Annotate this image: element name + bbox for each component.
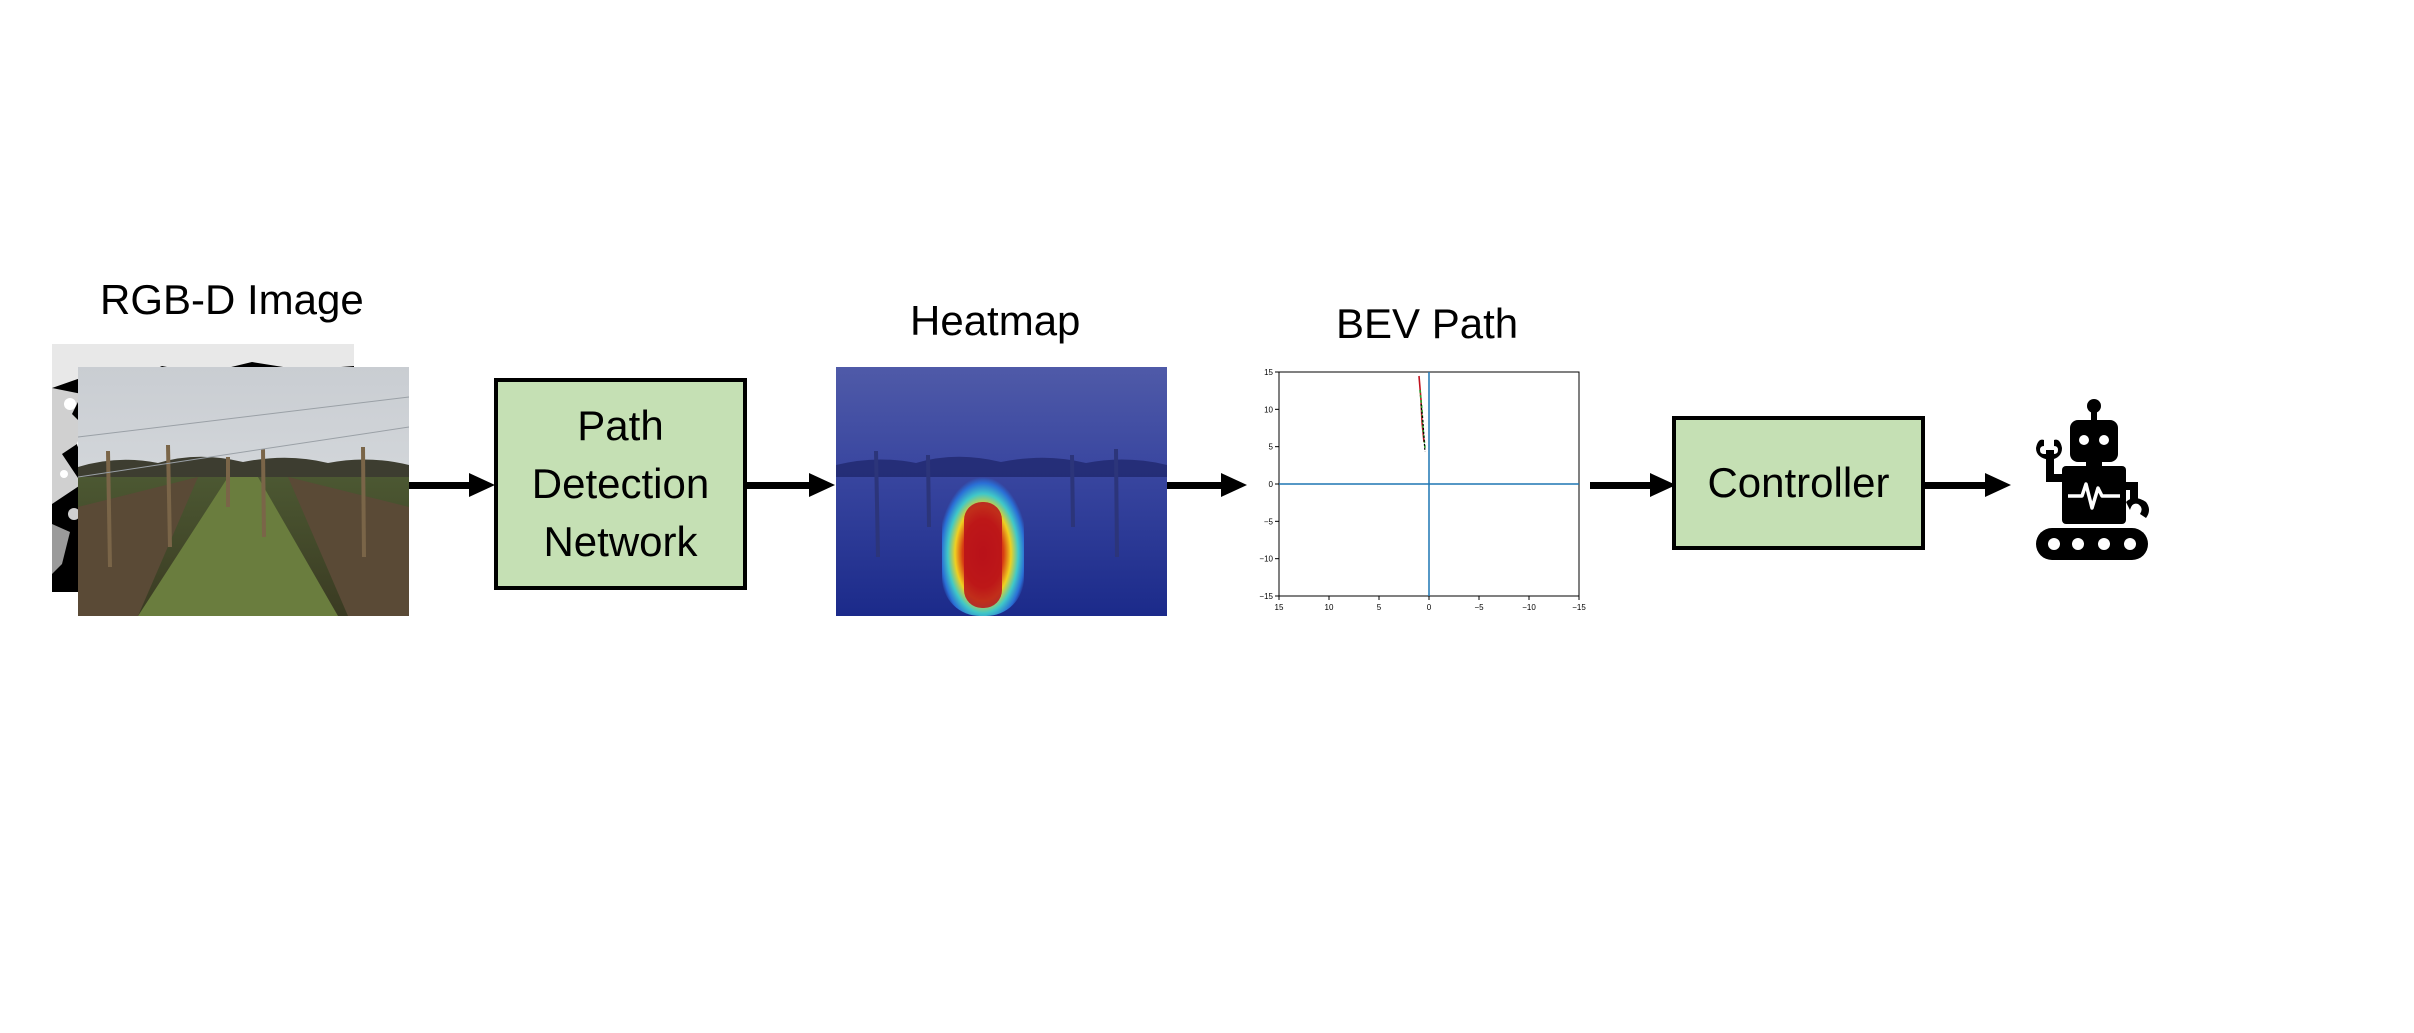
arrow-controller-to-robot bbox=[1925, 473, 2011, 497]
bev-y-tick-label: 0 bbox=[1269, 480, 1274, 489]
arrow-rgbd-to-network bbox=[409, 473, 495, 497]
bev-x-tick-label: 10 bbox=[1325, 603, 1334, 612]
bev-y-tick-label: 15 bbox=[1264, 368, 1273, 377]
bev-path-line-black bbox=[1420, 403, 1426, 453]
controller-block: Controller bbox=[1672, 416, 1925, 550]
bev-y-tick-label: −15 bbox=[1259, 592, 1273, 601]
heatmap-label: Heatmap bbox=[910, 297, 1081, 344]
arrow-heatmap-to-bev bbox=[1167, 473, 1247, 497]
heatmap-image bbox=[836, 367, 1167, 616]
path-detection-line-1: Path bbox=[577, 402, 664, 449]
arrow-bev-to-controller bbox=[1590, 473, 1676, 497]
path-detection-network-block: Path Detection Network bbox=[494, 378, 747, 590]
bev-x-tick-label: −10 bbox=[1522, 603, 1536, 612]
bev-y-tick-label: 5 bbox=[1269, 443, 1274, 452]
robot-icon bbox=[2036, 399, 2149, 560]
bev-y-tick-label: −5 bbox=[1264, 517, 1274, 526]
bev-path-line-green bbox=[1419, 389, 1426, 449]
bev-x-tick-label: −15 bbox=[1572, 603, 1586, 612]
bev-x-tick-label: 15 bbox=[1275, 603, 1284, 612]
bev-x-tick-label: 5 bbox=[1377, 603, 1382, 612]
bev-path-plot: 15 10 5 0 −5 −10 −15 15 10 5 0 −5 −10 −15 bbox=[1259, 368, 1586, 612]
path-detection-line-2: Detection bbox=[531, 460, 710, 507]
bev-path-label: BEV Path bbox=[1336, 300, 1519, 347]
rgb-image bbox=[78, 367, 409, 616]
bev-y-tick-label: 10 bbox=[1264, 405, 1273, 414]
path-detection-line-3: Network bbox=[543, 518, 698, 565]
arrow-network-to-heatmap bbox=[747, 473, 835, 497]
bev-x-tick-label: 0 bbox=[1427, 603, 1432, 612]
rgbd-image-label: RGB-D Image bbox=[100, 276, 364, 323]
bev-y-tick-label: −10 bbox=[1259, 555, 1273, 564]
bev-x-tick-label: −5 bbox=[1474, 603, 1484, 612]
controller-label: Controller bbox=[1707, 459, 1890, 506]
